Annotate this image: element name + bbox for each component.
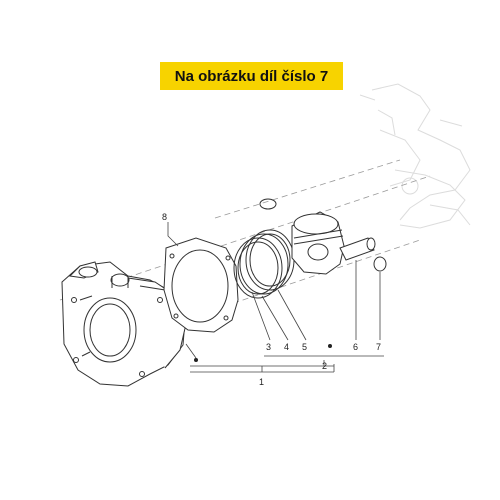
leader-dot-piston xyxy=(328,344,332,348)
label-group-1: 1 xyxy=(259,377,264,387)
part-number-banner: Na obrázku díl číslo 7 xyxy=(160,62,343,90)
label-part-8: 8 xyxy=(162,212,167,222)
label-part-3: 3 xyxy=(266,342,271,352)
cylinder-gasket xyxy=(163,237,239,333)
piston xyxy=(291,211,345,275)
circlip-part-7 xyxy=(373,256,387,272)
circlip-upper xyxy=(259,198,277,210)
label-group-2: 2 xyxy=(322,361,327,371)
label-part-7: 7 xyxy=(376,342,381,352)
label-part-4: 4 xyxy=(284,342,289,352)
background-engine-sketch xyxy=(359,83,471,229)
leader-lines xyxy=(167,222,381,372)
cylinder-block xyxy=(61,261,187,387)
piston-pin xyxy=(339,237,376,261)
leader-dot-cylinder xyxy=(194,358,198,362)
label-part-5: 5 xyxy=(302,342,307,352)
piston-rings xyxy=(233,229,295,299)
label-part-6: 6 xyxy=(353,342,358,352)
